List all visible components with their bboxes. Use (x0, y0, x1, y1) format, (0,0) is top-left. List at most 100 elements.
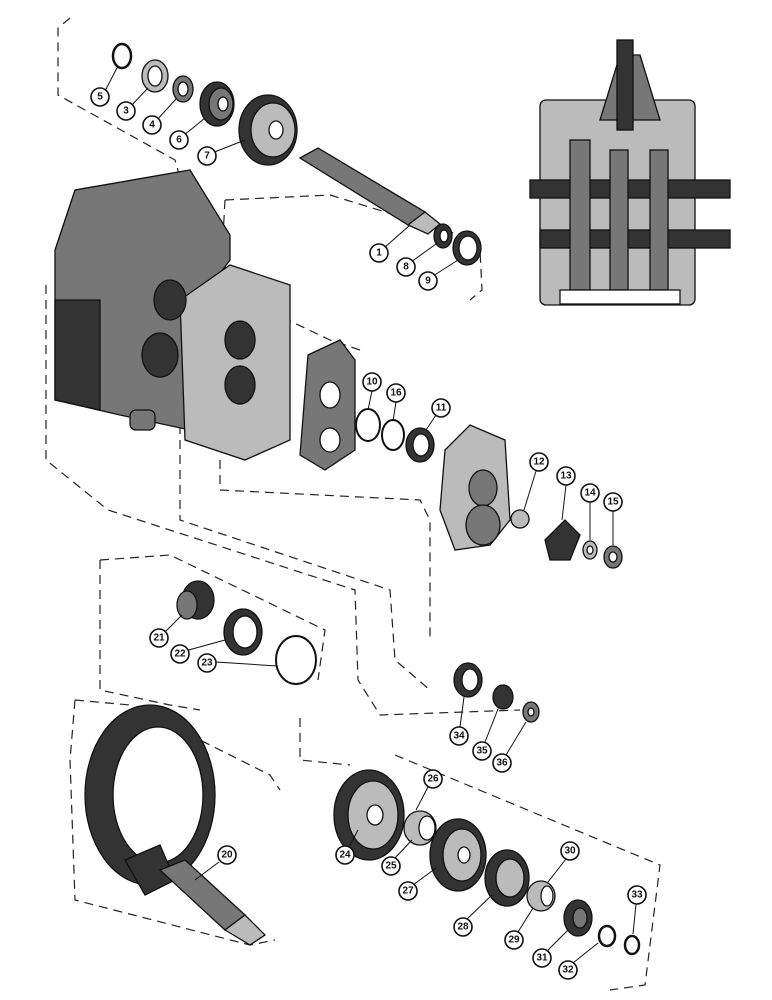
shim-10 (355, 408, 381, 442)
svg-text:34: 34 (453, 731, 465, 742)
gear-7 (238, 94, 298, 166)
bearing-cone-36 (522, 701, 540, 723)
svg-text:4: 4 (149, 120, 155, 131)
callout-12: 12 (523, 452, 549, 511)
snap-ring-5 (111, 42, 133, 70)
sleeve-29 (526, 880, 556, 912)
svg-text:21: 21 (153, 633, 165, 644)
callout-3: 3 (116, 87, 149, 121)
callout-6: 6 (169, 117, 206, 150)
callout-30: 30 (547, 841, 580, 883)
svg-text:13: 13 (560, 471, 572, 482)
nut-15 (603, 545, 623, 569)
bearing-cover (439, 424, 511, 551)
callout-9: 9 (418, 259, 459, 291)
callout-32: 32 (558, 942, 599, 980)
callout-26: 26 (415, 769, 443, 811)
svg-text:8: 8 (403, 262, 409, 273)
svg-text:31: 31 (536, 953, 548, 964)
callout-25: 25 (381, 839, 413, 876)
callout-15: 15 (603, 492, 623, 545)
mainshaft-1 (298, 147, 442, 235)
svg-text:11: 11 (436, 403, 447, 414)
callout-21: 21 (149, 614, 183, 648)
svg-text:5: 5 (97, 92, 103, 103)
svg-text:33: 33 (631, 890, 643, 901)
callout-24: 24 (335, 829, 359, 865)
svg-text:25: 25 (385, 861, 397, 872)
bearing-cone-35 (492, 684, 514, 710)
svg-text:22: 22 (174, 649, 186, 660)
transmission-housing (54, 169, 291, 461)
callout-16: 16 (386, 383, 406, 422)
svg-text:9: 9 (425, 276, 431, 287)
gasket (299, 339, 356, 471)
ring-gear (84, 704, 216, 886)
gear-6 (199, 81, 235, 127)
svg-text:20: 20 (221, 850, 233, 861)
snap-ring-33 (623, 934, 641, 956)
shim-16 (381, 419, 405, 451)
callout-22: 22 (170, 639, 226, 664)
shim-23 (275, 635, 317, 685)
callout-13: 13 (556, 466, 576, 521)
svg-text:3: 3 (123, 106, 129, 117)
svg-text:14: 14 (584, 488, 596, 499)
bearing-cup-34 (453, 662, 483, 698)
svg-text:28: 28 (457, 922, 469, 933)
svg-text:1: 1 (376, 248, 382, 259)
svg-text:10: 10 (366, 377, 378, 388)
callout-8: 8 (396, 243, 437, 277)
svg-text:7: 7 (204, 151, 210, 162)
callout-23: 23 (197, 653, 278, 673)
sleeve-25 (403, 810, 437, 846)
svg-text:30: 30 (564, 846, 576, 857)
svg-text:26: 26 (427, 774, 439, 785)
svg-text:12: 12 (533, 457, 545, 468)
callout-34: 34 (449, 696, 469, 746)
bearing-cone-8 (433, 223, 453, 249)
svg-text:16: 16 (390, 388, 402, 399)
callout-29: 29 (504, 907, 534, 950)
bearing-cup-22 (223, 608, 263, 656)
bearing-cone-4 (172, 75, 194, 103)
bushing-12 (510, 509, 530, 529)
fork-13 (544, 519, 581, 561)
callout-5: 5 (90, 65, 119, 107)
callout-35: 35 (472, 708, 499, 761)
bearing-cup-9 (452, 230, 482, 266)
transmission-cutaway-inset (529, 39, 731, 306)
bearing-cone-21 (176, 580, 215, 620)
callout-4: 4 (142, 98, 177, 135)
svg-text:36: 36 (496, 758, 508, 769)
svg-text:32: 32 (562, 965, 574, 976)
callout-31: 31 (532, 929, 569, 968)
svg-text:27: 27 (402, 886, 414, 897)
pinion-shaft-20 (124, 844, 267, 946)
callout-20: 20 (194, 845, 237, 881)
callout-10: 10 (362, 372, 382, 411)
gear-28 (484, 849, 530, 907)
bearing-cup-3 (141, 59, 169, 93)
washer-32 (597, 924, 617, 948)
callout-28: 28 (453, 894, 493, 937)
callout-7: 7 (197, 139, 246, 166)
callout-33: 33 (627, 885, 647, 935)
svg-text:24: 24 (339, 850, 351, 861)
gear-31 (563, 899, 593, 937)
assembly-path-lines (45, 17, 661, 991)
gear-27 (429, 818, 487, 892)
callout-27: 27 (398, 867, 437, 901)
gear-24 (333, 769, 405, 861)
svg-text:29: 29 (508, 935, 520, 946)
svg-text:6: 6 (176, 135, 182, 146)
callout-14: 14 (580, 483, 600, 540)
svg-text:23: 23 (201, 658, 213, 669)
callout-1: 1 (369, 224, 411, 263)
callout-36: 36 (492, 721, 527, 773)
bearing-cup-11 (405, 427, 435, 463)
callout-11: 11 (425, 398, 451, 431)
washer-14 (582, 540, 598, 560)
svg-text:15: 15 (607, 497, 619, 508)
